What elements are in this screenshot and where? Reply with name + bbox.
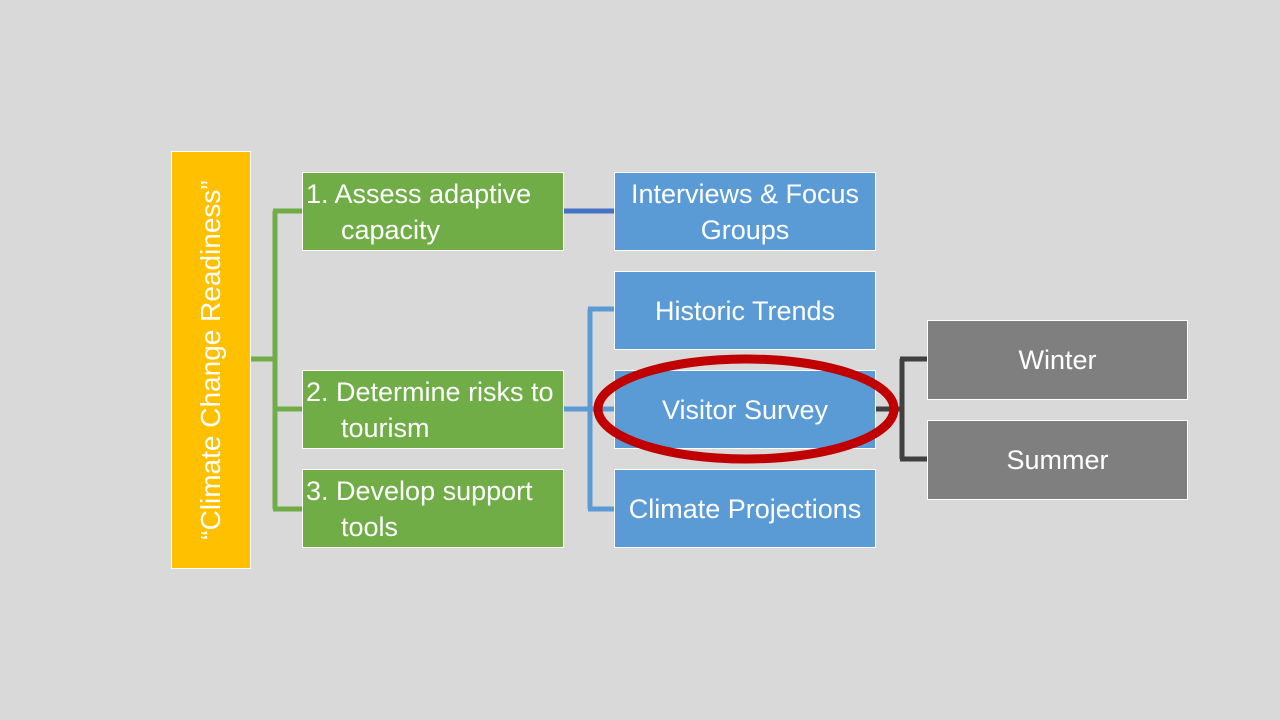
- root-node: “Climate Change Readiness”: [171, 151, 251, 569]
- node-visitor-survey: Visitor Survey: [614, 370, 876, 449]
- node-label: Climate Projections: [628, 493, 862, 524]
- node-winter: Winter: [927, 320, 1188, 400]
- node-develop-support-tools: 3. Develop support tools: [302, 469, 564, 548]
- node-summer: Summer: [927, 420, 1188, 500]
- node-label: Summer: [1006, 445, 1109, 475]
- node-label: 3. Develop support tools: [306, 475, 533, 542]
- node-interviews-focus-groups: Interviews & Focus Groups: [614, 172, 876, 251]
- node-historic-trends: Historic Trends: [614, 271, 876, 350]
- node-label: Historic Trends: [654, 295, 836, 326]
- node-label: 2. Determine risks to tourism: [306, 376, 554, 443]
- node-climate-projections: Climate Projections: [614, 469, 876, 548]
- node-label: Visitor Survey: [661, 394, 829, 425]
- node-label: Interviews & Focus Groups: [630, 178, 860, 245]
- node-assess-adaptive-capacity: 1. Assess adaptive capacity: [302, 172, 564, 251]
- node-label: Winter: [1018, 345, 1097, 375]
- node-label: 1. Assess adaptive capacity: [306, 178, 532, 245]
- node-determine-risks: 2. Determine risks to tourism: [302, 370, 564, 449]
- root-label: “Climate Change Readiness”: [195, 180, 226, 540]
